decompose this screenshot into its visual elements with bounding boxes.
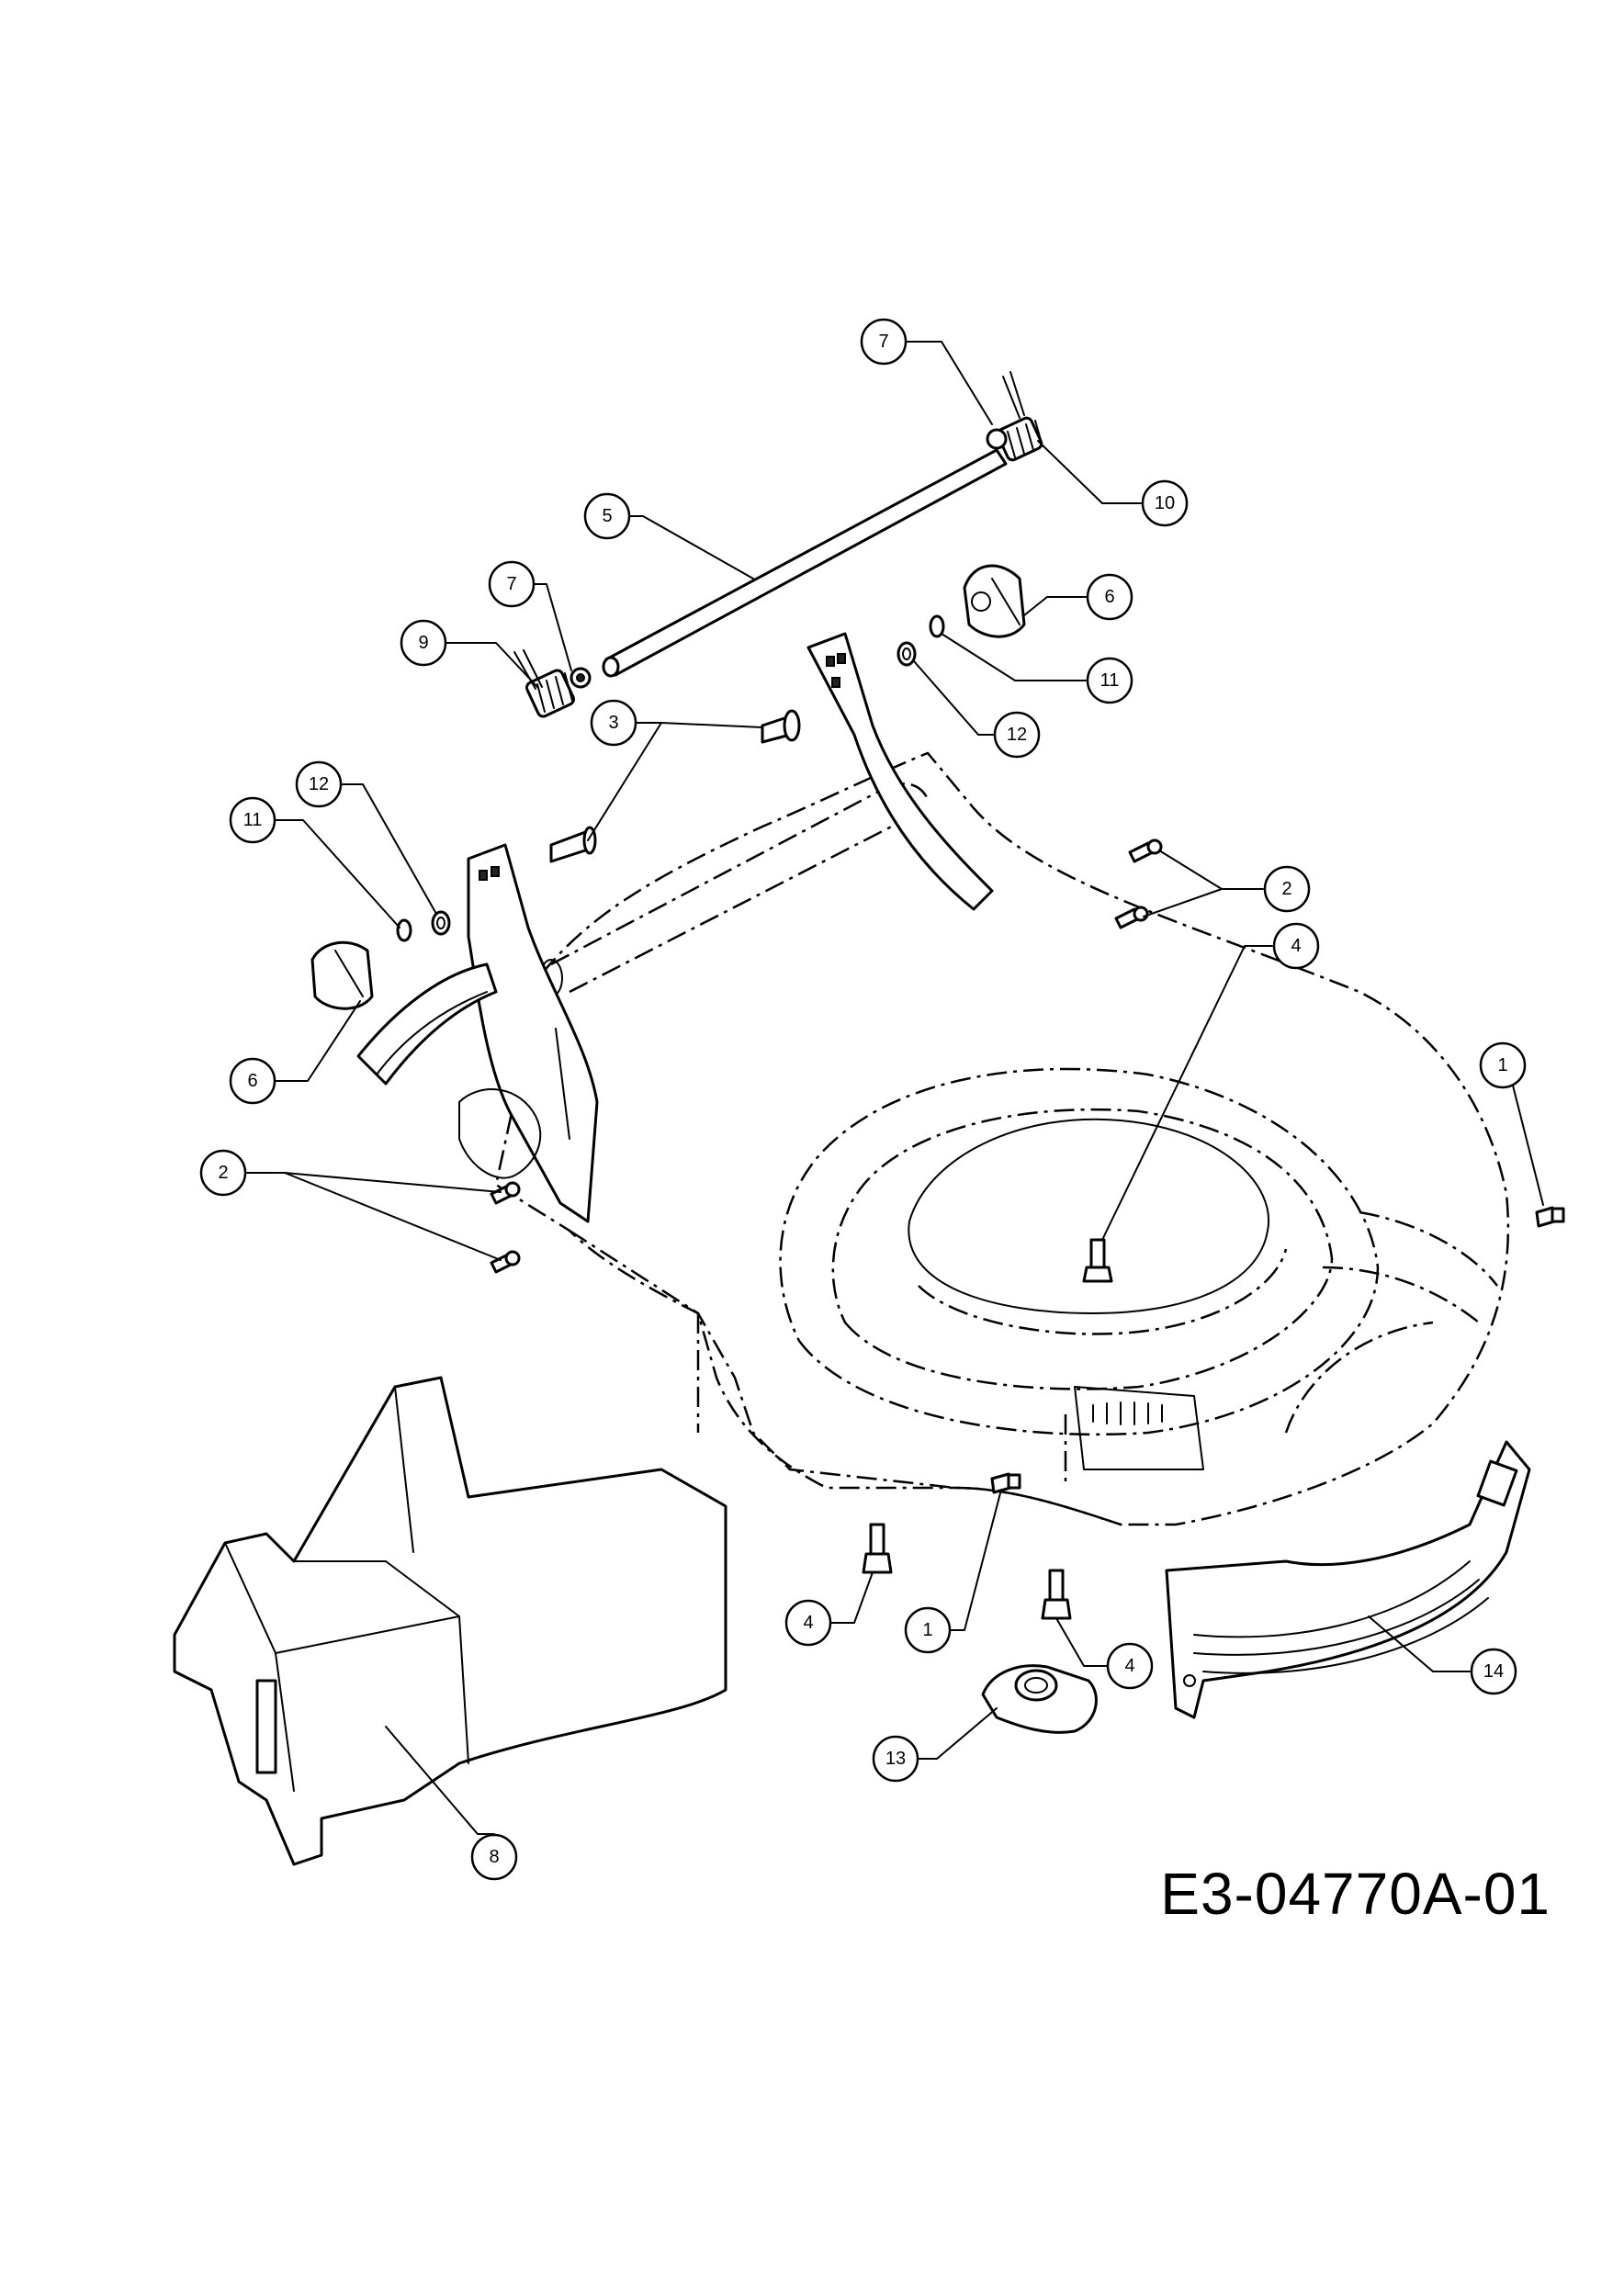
shoulder-bolts bbox=[549, 709, 801, 863]
left-height-bracket bbox=[356, 843, 599, 1223]
callout-number: 10 bbox=[1155, 493, 1175, 513]
mower-deck bbox=[494, 751, 1510, 1526]
callout-number: 3 bbox=[608, 713, 618, 733]
callout-circle bbox=[199, 1149, 247, 1197]
callout-number: 7 bbox=[506, 574, 516, 594]
callout-circle bbox=[590, 699, 637, 747]
drawing-id-label: E3-04770A-01 bbox=[1160, 1861, 1551, 1927]
callout-number: 4 bbox=[803, 1613, 813, 1633]
callout-circle bbox=[1272, 922, 1320, 970]
callout-number: 13 bbox=[885, 1749, 906, 1769]
callout-height-adjust-axle: 5 bbox=[583, 492, 631, 540]
blade-adapter bbox=[981, 1664, 1098, 1734]
wheel-cap-right bbox=[963, 564, 1026, 638]
hex-bolts bbox=[862, 1238, 1113, 1620]
callout-hex-screw: 1 bbox=[1479, 1041, 1527, 1089]
callout-torsion-spring-right: 10 bbox=[1141, 479, 1189, 527]
callout-circle bbox=[1141, 479, 1189, 527]
callout-circle bbox=[860, 318, 908, 366]
callout-blade-adapter: 13 bbox=[872, 1735, 919, 1783]
washers-right bbox=[897, 614, 945, 667]
wheel-cap-left bbox=[310, 940, 374, 1010]
callout-circle bbox=[400, 619, 447, 667]
callout-torsion-spring-left: 9 bbox=[400, 619, 447, 667]
callout-spring-clip: 7 bbox=[860, 318, 908, 366]
callout-circle bbox=[1086, 657, 1133, 704]
rear-flap bbox=[173, 1376, 727, 1866]
callout-number: 7 bbox=[878, 332, 888, 352]
callout-circle bbox=[904, 1606, 952, 1654]
callout-circle bbox=[1479, 1041, 1527, 1089]
callout-number: 5 bbox=[602, 506, 612, 526]
callout-number: 2 bbox=[218, 1163, 228, 1183]
screws bbox=[490, 838, 1163, 1274]
callout-circle bbox=[229, 1057, 276, 1105]
callout-rear-guard: 14 bbox=[1470, 1648, 1517, 1695]
callout-circle bbox=[1470, 1648, 1517, 1695]
callout-flat-washer: 12 bbox=[295, 760, 343, 808]
callout-number: 2 bbox=[1281, 879, 1291, 899]
callout-circle bbox=[993, 711, 1041, 759]
callout-number: 4 bbox=[1124, 1656, 1134, 1676]
callout-circle bbox=[295, 760, 343, 808]
callout-circle bbox=[872, 1735, 919, 1783]
callout-hex-bolt: 4 bbox=[1106, 1642, 1154, 1690]
callout-hex-bolt: 4 bbox=[1272, 922, 1320, 970]
right-height-bracket bbox=[806, 632, 994, 911]
callout-number: 8 bbox=[489, 1847, 499, 1867]
callout-lock-washer: 11 bbox=[229, 796, 276, 844]
callout-number: 11 bbox=[1100, 670, 1120, 691]
callout-circle bbox=[1263, 865, 1311, 913]
callout-number: 1 bbox=[1497, 1055, 1507, 1075]
callout-number: 12 bbox=[309, 774, 329, 794]
callout-wheel-cap: 6 bbox=[229, 1057, 276, 1105]
callout-circle bbox=[784, 1599, 832, 1647]
callout-flat-washer: 12 bbox=[993, 711, 1041, 759]
callout-number: 14 bbox=[1483, 1661, 1504, 1682]
washers-left bbox=[396, 910, 451, 942]
callout-screw: 2 bbox=[1263, 865, 1311, 913]
callout-number: 6 bbox=[1104, 587, 1114, 607]
callout-number: 1 bbox=[922, 1620, 932, 1640]
callout-circle bbox=[1086, 573, 1133, 621]
callout-rear-flap: 8 bbox=[470, 1833, 518, 1881]
callout-circle bbox=[1106, 1642, 1154, 1690]
callout-number: 9 bbox=[418, 633, 428, 653]
callout-circle bbox=[583, 492, 631, 540]
rear-guard bbox=[1165, 1440, 1531, 1719]
callout-hex-screw: 1 bbox=[904, 1606, 952, 1654]
callout-circle bbox=[488, 560, 536, 608]
callout-number: 11 bbox=[243, 810, 263, 830]
callout-number: 12 bbox=[1007, 725, 1027, 745]
height-adjust-axle bbox=[602, 448, 1008, 678]
torsion-spring-right bbox=[986, 371, 1043, 462]
callout-circle bbox=[470, 1833, 518, 1881]
callout-wheel-cap: 6 bbox=[1086, 573, 1133, 621]
torsion-spring-left bbox=[513, 649, 592, 718]
callout-spring-clip: 7 bbox=[488, 560, 536, 608]
hex-screws bbox=[990, 1206, 1565, 1494]
callout-circle bbox=[229, 796, 276, 844]
callout-number: 6 bbox=[247, 1071, 257, 1091]
callout-hex-bolt: 4 bbox=[784, 1599, 832, 1647]
callout-lock-washer: 11 bbox=[1086, 657, 1133, 704]
callout-number: 4 bbox=[1291, 936, 1301, 956]
callout-shoulder-bolt: 3 bbox=[590, 699, 637, 747]
callout-screw: 2 bbox=[199, 1149, 247, 1197]
